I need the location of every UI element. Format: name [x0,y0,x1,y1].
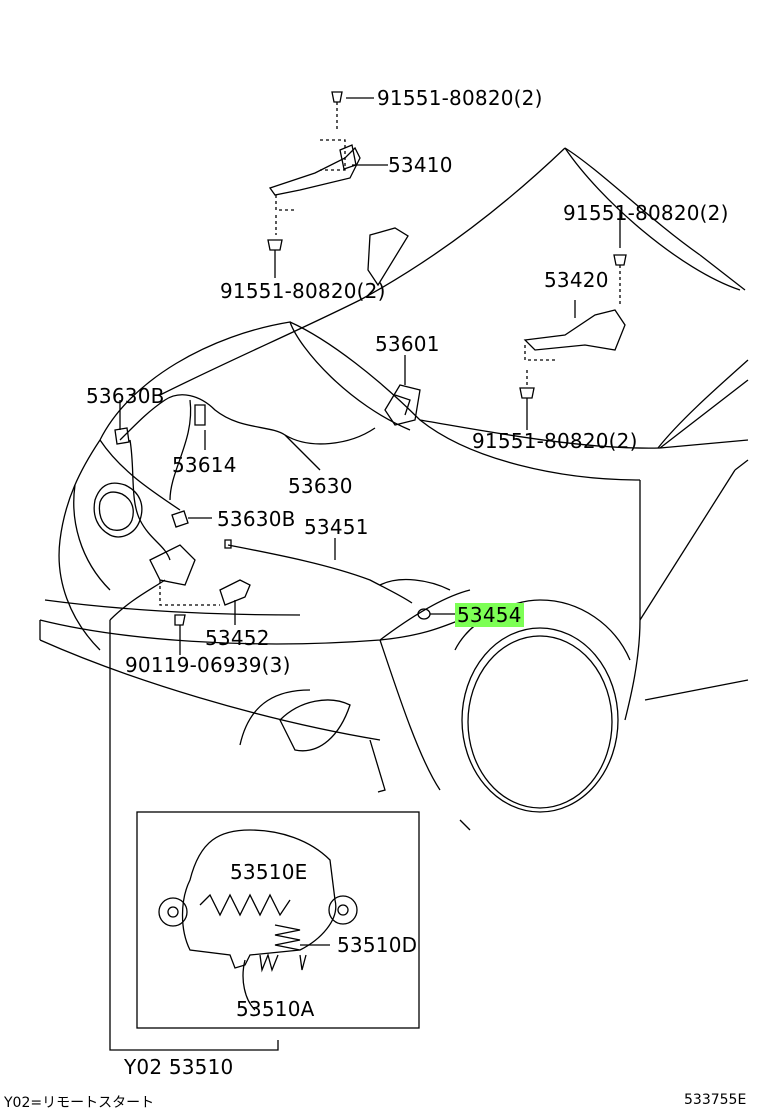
highlight-cushion: 53454 [455,603,524,627]
label-bolt-right-lower: 91551-80820(2) [472,429,638,453]
cushion-part [417,608,455,620]
hinge-right-part [519,210,627,430]
label-lock-assembly: Y02 53510 [124,1055,234,1079]
label-bolt-right-upper: 91551-80820(2) [563,201,729,225]
rod-holder-part [219,579,251,625]
handle-part [384,355,421,426]
label-hinge-left: 53410 [388,153,453,177]
support-rod-part [224,538,413,604]
label-cushion[interactable]: 53454 [455,603,524,627]
label-bolt-left-lower: 91551-80820(2) [220,279,386,303]
footer-note: Y02=リモートスタート [4,1095,155,1111]
label-clamp: 53614 [172,453,237,477]
label-cable: 53630 [288,474,353,498]
lock-detail-drawing [158,829,358,1011]
figure-code: 533755E [684,1092,747,1108]
label-lock-a: 53510A [236,997,315,1021]
lock-small-part [109,544,279,1051]
label-support-rod: 53451 [304,515,369,539]
hinge-left-part [267,91,388,278]
car-body-outline [39,147,749,831]
lock-detail-box [136,811,420,1029]
cable-part [114,394,376,561]
label-lock-d: 53510D [337,933,418,957]
label-cable-clamp-b-lower: 53630B [217,507,296,531]
label-rod-holder: 53452 [205,626,270,650]
label-hinge-right: 53420 [544,268,609,292]
label-top-bolt: 91551-80820(2) [377,86,543,110]
label-handle: 53601 [375,332,440,356]
label-cable-clamp-b-upper: 53630B [86,384,165,408]
label-bolt-lock: 90119-06939(3) [125,653,291,677]
label-lock-e: 53510E [230,860,308,884]
